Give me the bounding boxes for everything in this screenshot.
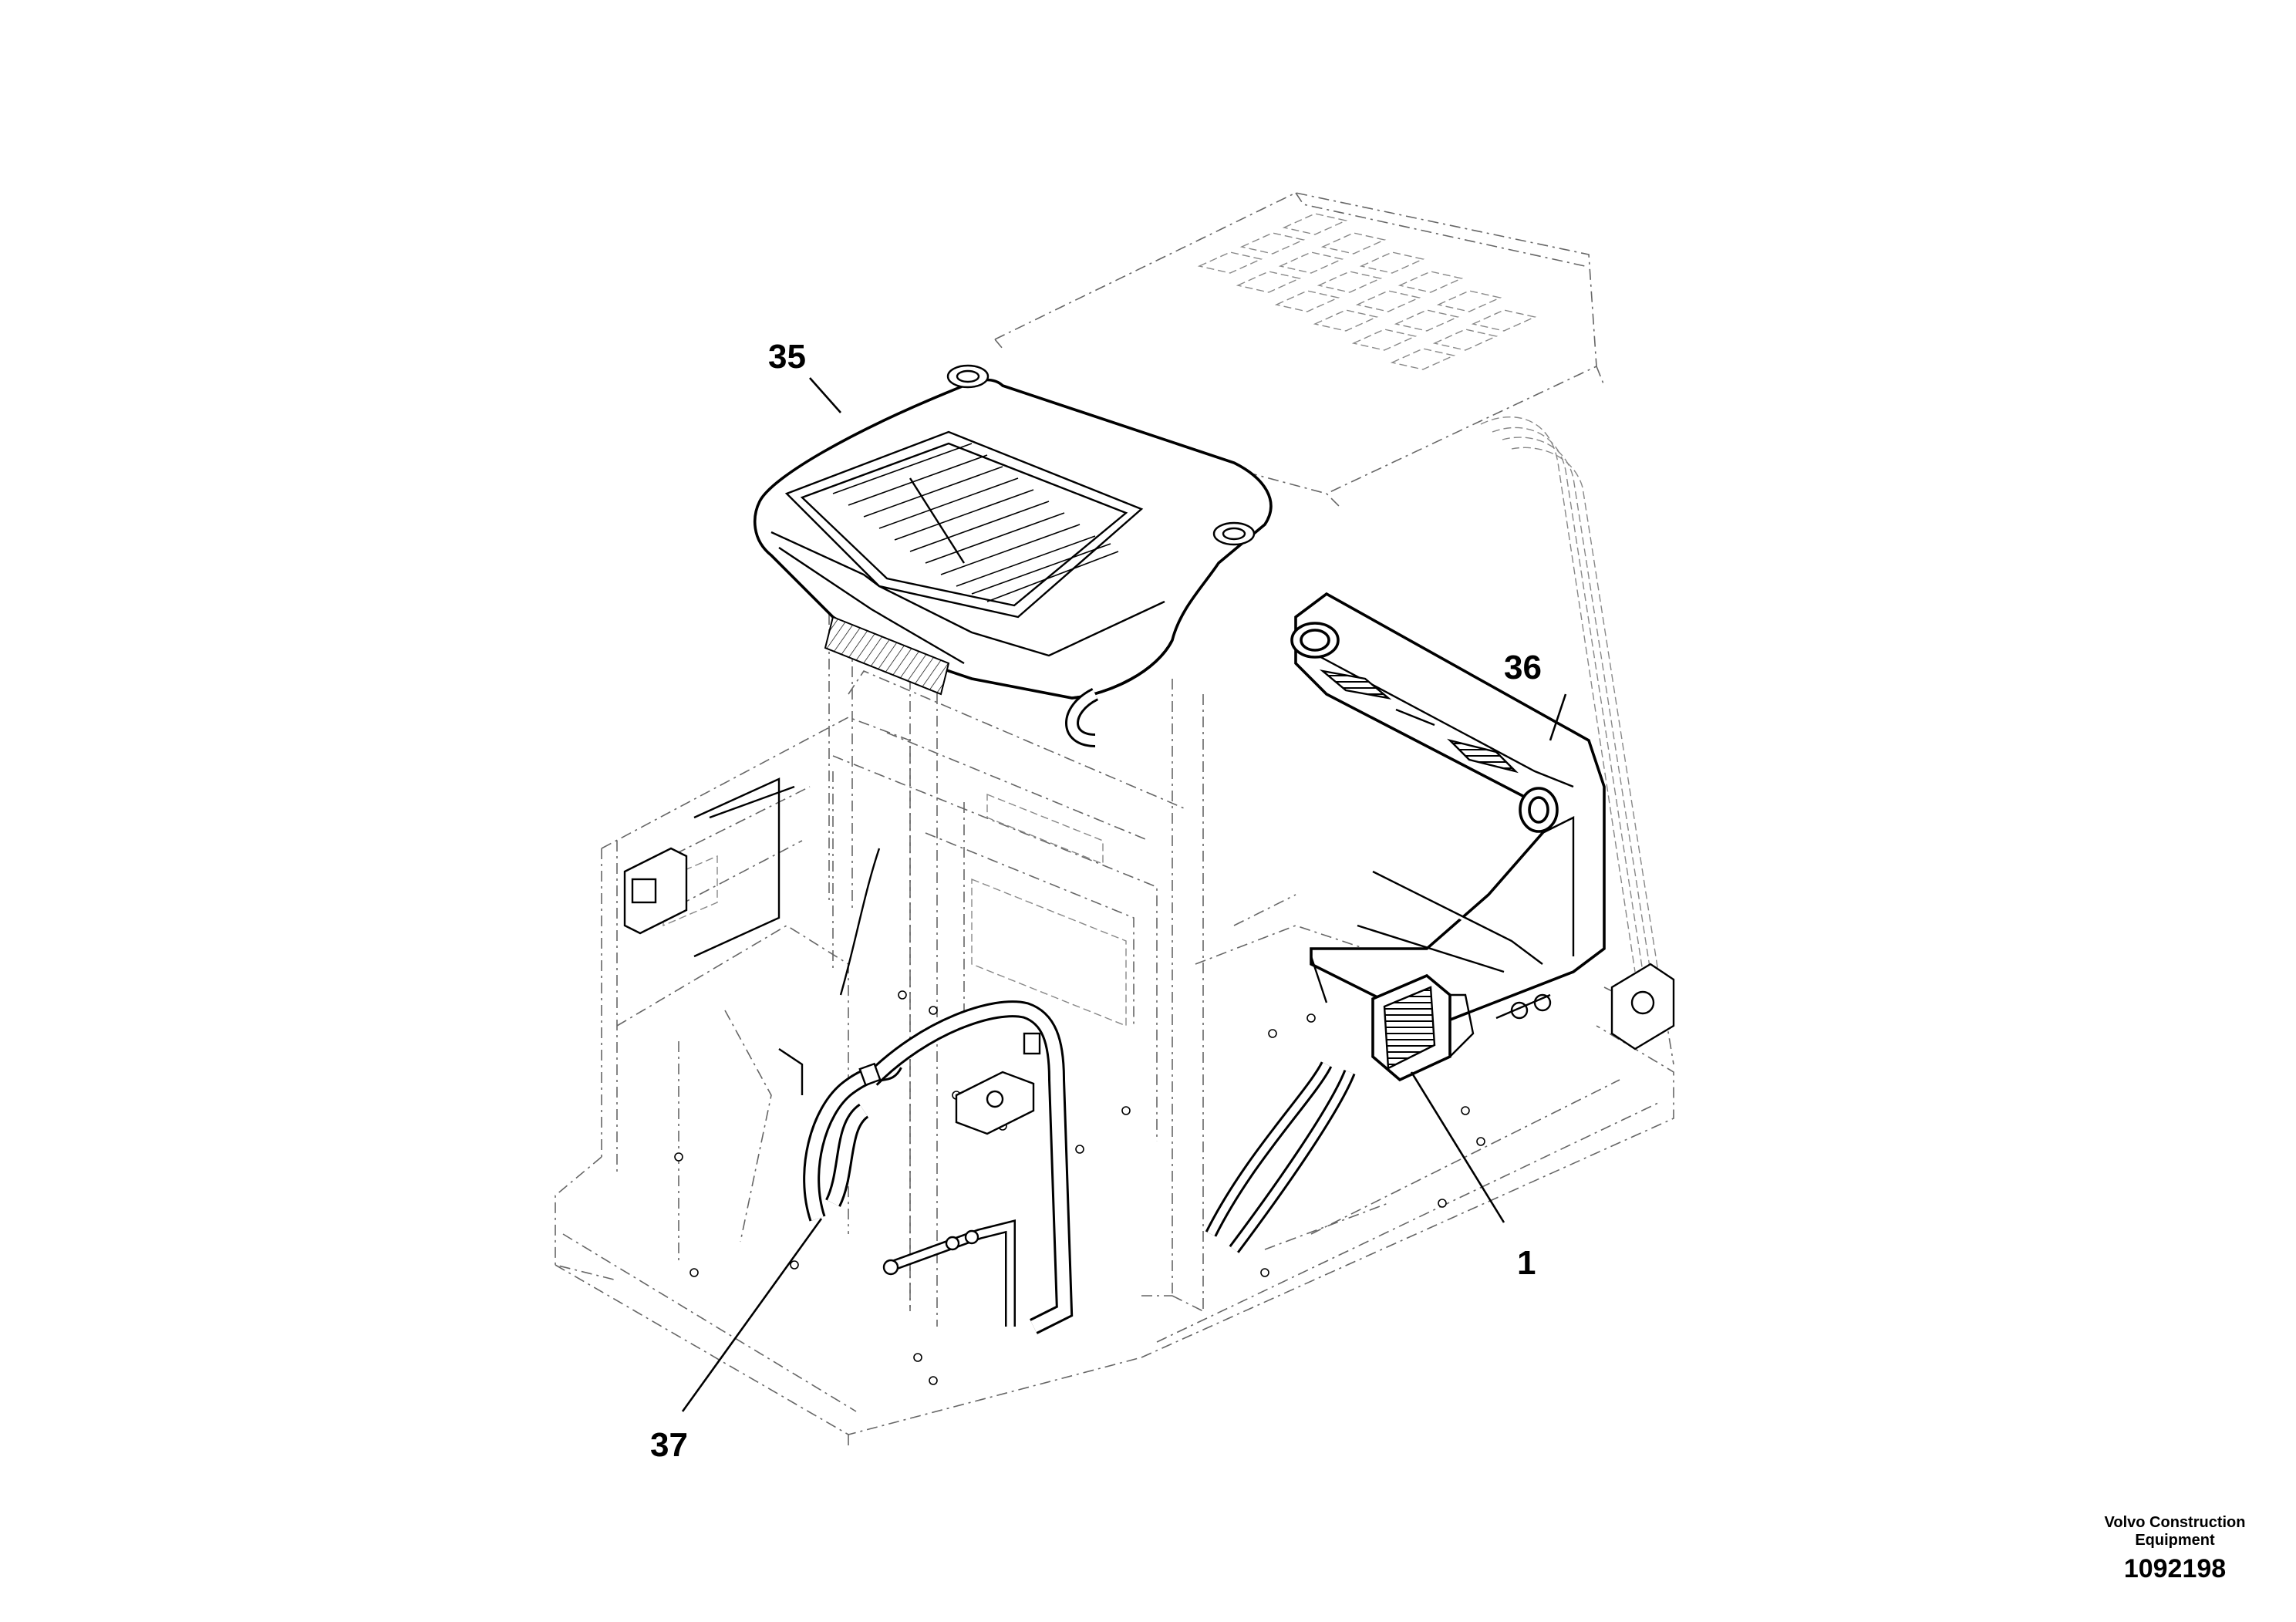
- footer-company-line1: Volvo Construction: [2105, 1514, 2246, 1531]
- footer-company-line2: Equipment: [2135, 1532, 2215, 1549]
- liner-knob-left-icon: [946, 364, 990, 389]
- callout-1: 1: [1517, 1244, 1536, 1282]
- callout-36: 36: [1504, 649, 1542, 686]
- callout-37: 37: [650, 1426, 688, 1464]
- console-vent-slot-left-icon: [1319, 669, 1392, 700]
- console-vent-round-right-icon: [1519, 787, 1559, 833]
- callout-leaders: [681, 377, 1567, 1412]
- footer-figure-number: 1092198: [2124, 1554, 2226, 1583]
- frame-details: [623, 615, 1675, 1385]
- heater-grille-icon: [1383, 986, 1436, 1070]
- cab-roof-phantom: [994, 192, 1605, 510]
- liner-vent-louvers: [832, 443, 1119, 602]
- part-37-heater-hose[interactable]: [803, 687, 1356, 1334]
- roof-vent-grid: [1197, 213, 1537, 370]
- console-vent-slot-right-icon: [1447, 738, 1519, 774]
- part-1-heater-unit[interactable]: [1371, 973, 1552, 1082]
- part-35-roof-liner[interactable]: [753, 364, 1273, 700]
- liner-knob-right-icon: [1212, 521, 1256, 546]
- callout-35: 35: [768, 338, 806, 376]
- console-vent-round-left-icon: [1290, 622, 1340, 659]
- part-36-front-console[interactable]: [1290, 592, 1606, 1027]
